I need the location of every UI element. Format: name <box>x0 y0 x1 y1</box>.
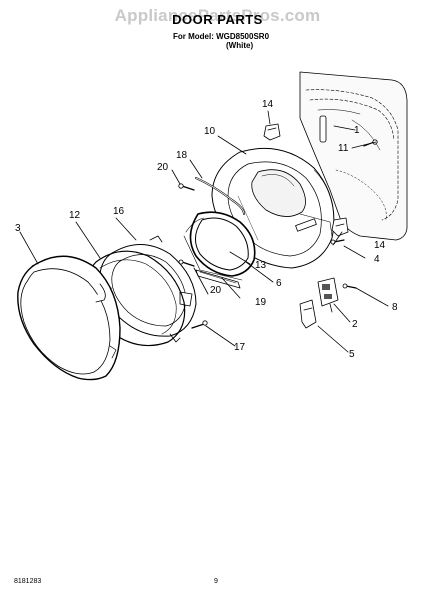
watermark: AppliancePartsPros.com <box>114 6 321 25</box>
cabinet-front-panel <box>299 71 408 241</box>
callout-14-lower: 14 <box>374 240 386 251</box>
screw-17 <box>191 320 208 329</box>
callout-3: 3 <box>15 223 21 234</box>
page-title: DOOR PARTS <box>172 12 263 27</box>
callout-16: 16 <box>113 206 125 217</box>
screw-20-upper <box>178 183 195 191</box>
hinge-upper <box>263 123 281 141</box>
screw-4 <box>330 239 345 245</box>
door-seal-gasket <box>183 211 256 281</box>
leader-lines <box>19 110 389 353</box>
callout-1: 1 <box>354 125 360 136</box>
callout-12: 12 <box>69 210 81 221</box>
callout-13: 13 <box>255 260 267 271</box>
callout-11: 11 <box>338 143 349 154</box>
callout-20-lower: 20 <box>210 285 222 296</box>
callout-labels: 1 2 3 4 5 6 8 10 11 12 13 14 14 16 17 18… <box>15 99 398 360</box>
callout-19: 19 <box>255 297 267 308</box>
callout-5: 5 <box>349 349 355 360</box>
model-line: For Model: WGD8500SR0 <box>173 32 270 41</box>
door-outer-glass <box>99 235 197 343</box>
callout-8: 8 <box>392 302 398 313</box>
handle-cord <box>195 177 245 215</box>
callout-4: 4 <box>374 254 380 265</box>
callout-6: 6 <box>276 278 282 289</box>
callout-18: 18 <box>176 150 188 161</box>
document-number: 8181283 <box>14 578 42 585</box>
screw-20-lower <box>178 259 195 267</box>
callout-14-upper: 14 <box>262 99 274 110</box>
callout-2: 2 <box>352 319 358 330</box>
hinge-lower <box>331 217 349 237</box>
screw-8 <box>342 283 357 289</box>
door-switch <box>317 277 339 313</box>
callout-10: 10 <box>204 126 216 137</box>
outer-door <box>17 255 121 381</box>
page-number: 9 <box>214 578 218 585</box>
strike-bracket <box>299 299 317 329</box>
callout-20-upper: 20 <box>157 162 169 173</box>
callout-17: 17 <box>234 342 246 353</box>
color-line: (White) <box>226 41 254 50</box>
